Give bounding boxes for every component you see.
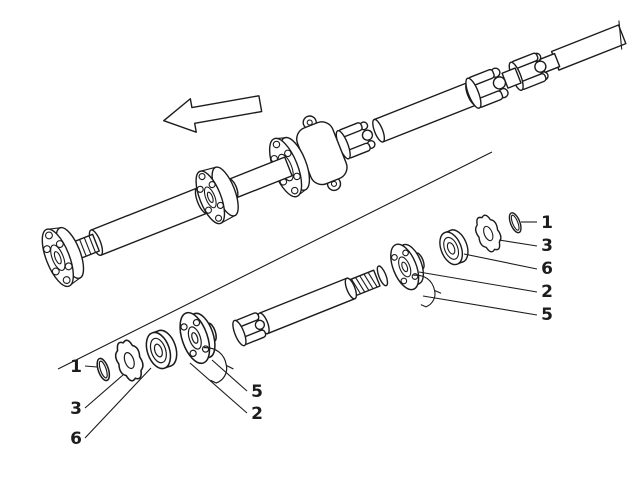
callout-label: 3 xyxy=(70,399,82,419)
leader-line xyxy=(84,374,124,409)
support-bearing xyxy=(141,326,182,373)
callout-label: 5 xyxy=(541,305,553,325)
leader-line xyxy=(84,365,98,368)
rear-shaft-tube xyxy=(372,81,479,143)
leader-line xyxy=(498,239,538,247)
callout-label: 2 xyxy=(251,404,263,424)
shaft-tube xyxy=(257,277,358,335)
leader-line xyxy=(211,359,248,392)
leader-line xyxy=(84,367,152,439)
callout-label: 1 xyxy=(541,213,553,233)
callout-label: 6 xyxy=(541,259,553,279)
flex-coupling-flange xyxy=(195,166,239,225)
slip-yoke xyxy=(232,312,267,347)
leader-line xyxy=(422,295,538,316)
main-driveshaft-assembly xyxy=(41,20,627,288)
callout-label: 2 xyxy=(541,282,553,302)
gasket-seal xyxy=(470,211,506,256)
leader-line xyxy=(463,253,538,270)
callout-group-bottom-center: 5 2 xyxy=(189,359,263,424)
snap-ring xyxy=(506,210,525,235)
companion-flange xyxy=(173,305,225,368)
center-universal-joint xyxy=(465,67,522,109)
spacer-ring xyxy=(376,265,389,287)
front-shaft-tube xyxy=(88,187,210,257)
callout-label: 5 xyxy=(251,382,263,402)
left-arrow-icon xyxy=(163,95,263,133)
support-bearing xyxy=(434,225,473,269)
companion-flange xyxy=(384,236,433,295)
leader-line xyxy=(189,362,248,414)
front-flange xyxy=(41,226,85,288)
tail-shaft xyxy=(550,20,627,71)
callout-group-right: 1 3 6 2 5 xyxy=(418,213,553,325)
exploded-rear-shaft xyxy=(232,210,525,347)
center-bearing-assembly xyxy=(268,115,348,198)
callout-label: 3 xyxy=(541,236,553,256)
snap-ring xyxy=(93,356,113,383)
gasket-seal xyxy=(110,336,148,385)
callout-label: 6 xyxy=(70,429,82,449)
slip-joint xyxy=(335,121,376,160)
section-reference-line xyxy=(57,151,493,370)
leader-line xyxy=(418,271,538,293)
callout-label: 1 xyxy=(70,357,82,377)
callout-group-bottom-left: 1 3 6 xyxy=(70,357,152,449)
